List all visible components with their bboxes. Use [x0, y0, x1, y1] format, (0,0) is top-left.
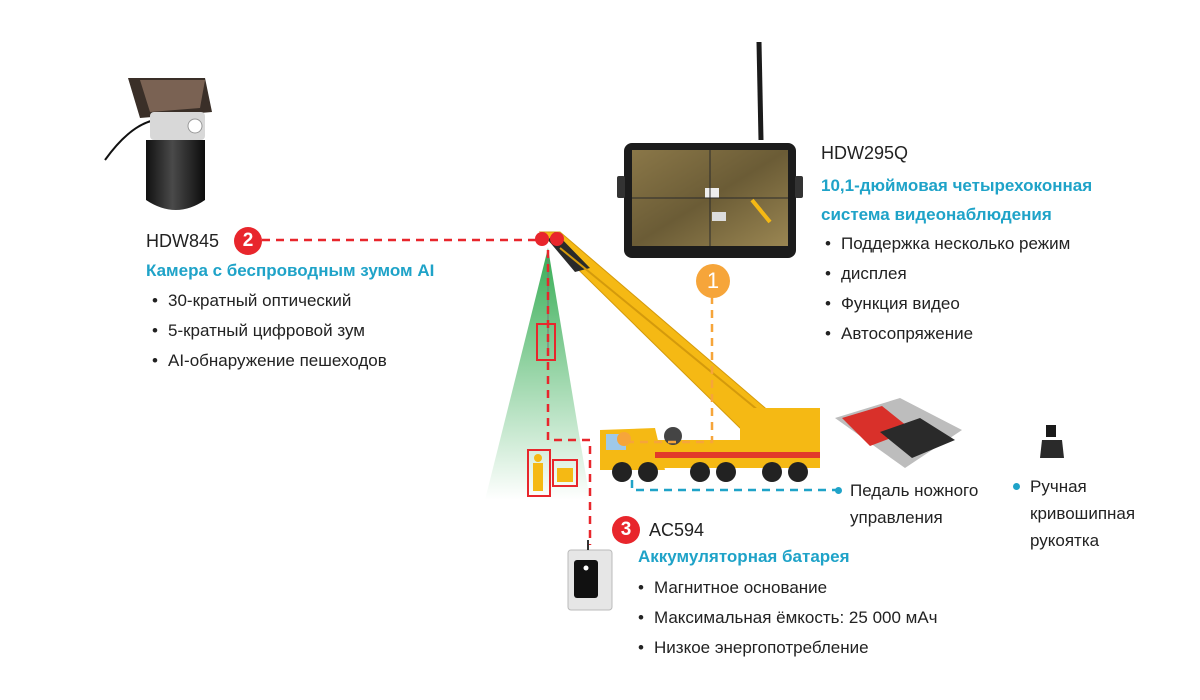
monitor-feature: Поддержка несколько режим: [819, 229, 1070, 259]
battery-feature: Низкое энергопотребление: [632, 633, 938, 663]
camera-product-image: [104, 78, 212, 210]
battery-product-image: [567, 540, 613, 611]
battery-badge: 3: [612, 516, 640, 544]
monitor-feature-continued: дисплея: [819, 259, 1070, 289]
battery-features: Магнитное основание Максимальная ёмкость…: [632, 573, 938, 663]
monitor-title-line2: система видеонаблюдения: [821, 205, 1052, 224]
camera-feature: 5-кратный цифровой зум: [146, 316, 387, 346]
camera-features: 30-кратный оптический 5-кратный цифровой…: [146, 286, 387, 376]
pedal-label: Педаль ножного управления: [850, 477, 978, 531]
monitor-feature: Функция видео: [819, 289, 1070, 319]
foot-pedal-image: [835, 398, 962, 468]
monitor-model: HDW295Q: [821, 143, 909, 163]
cab-badge-1: [617, 432, 631, 446]
monitor-product-image: [617, 41, 803, 258]
crane-image: [538, 231, 820, 482]
camera-feature: 30-кратный оптический: [146, 286, 387, 316]
battery-feature: Максимальная ёмкость: 25 000 мАч: [632, 603, 938, 633]
crank-label-line2: кривошипная: [1030, 504, 1136, 523]
battery-model: AC594: [649, 520, 705, 540]
battery-connection-line: [546, 250, 592, 545]
camera-model: HDW845: [146, 231, 220, 251]
battery-feature: Магнитное основание: [632, 573, 938, 603]
battery-title: Аккумуляторная батарея: [638, 547, 850, 566]
camera-badge: 2: [234, 227, 262, 255]
monitor-badge: 1: [696, 264, 730, 298]
monitor-connection-line: [626, 296, 714, 444]
monitor-features: Поддержка несколько режим дисплея Функци…: [819, 229, 1070, 349]
monitor-title-line1: 10,1-дюймовая четырехоконная: [821, 176, 1093, 195]
crank-bullet: [1013, 483, 1020, 490]
pedal-label-line1: Педаль ножного: [850, 481, 979, 500]
worker-figures: [533, 454, 573, 491]
monitor-feature-continuation: дисплея: [841, 264, 907, 283]
crank-label: Ручная кривошипная рукоятка: [1030, 473, 1135, 554]
boom-badge-2: [535, 232, 549, 246]
pedal-label-line2: управления: [850, 508, 943, 527]
camera-title: Камера с беспроводным зумом AI: [146, 261, 435, 280]
crank-label-line1: Ручная: [1030, 477, 1087, 496]
crank-handle-image: [1040, 425, 1064, 458]
boom-badge-3: [550, 232, 564, 246]
camera-view-beam: [485, 248, 590, 500]
monitor-feature: Автосопряжение: [819, 319, 1070, 349]
pedestrian-detection-boxes: [527, 323, 578, 497]
camera-feature: AI-обнаружение пешеходов: [146, 346, 387, 376]
crank-label-line3: рукоятка: [1030, 531, 1100, 550]
pedal-connection-line: [630, 480, 836, 492]
pedal-bullet: [835, 487, 842, 494]
